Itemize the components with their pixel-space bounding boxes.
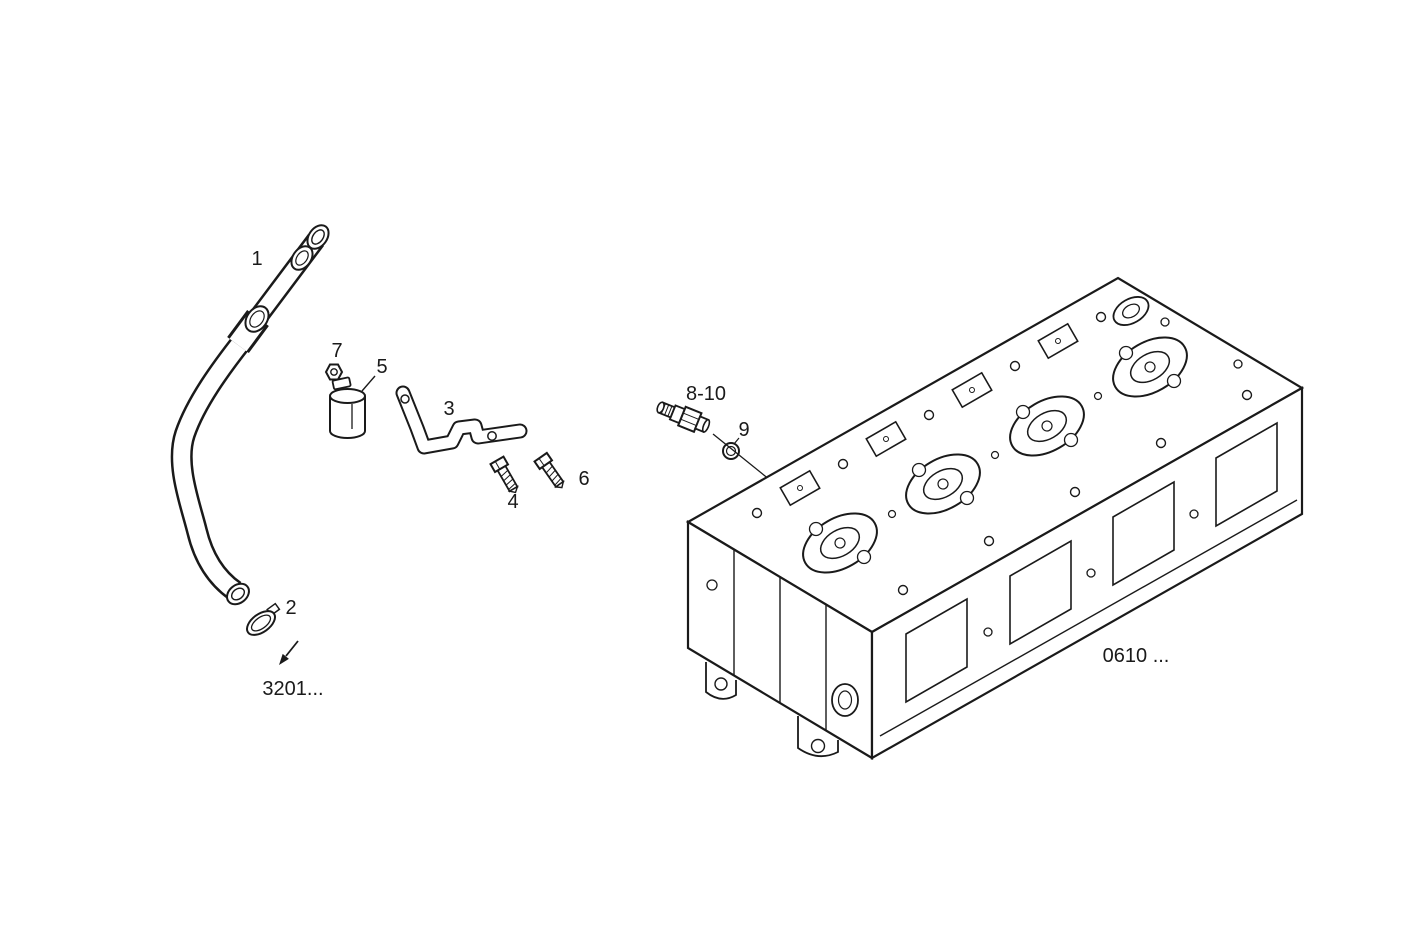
part-seal-ring xyxy=(722,442,740,460)
callout-8-10: 8-10 xyxy=(686,383,726,405)
leader-line-9 xyxy=(733,437,740,445)
reference-3201: 3201... xyxy=(262,678,323,700)
part-bracket xyxy=(395,385,528,455)
leader-line-5 xyxy=(361,375,376,392)
callout-3: 3 xyxy=(443,398,454,420)
part-sender-fitting xyxy=(656,401,711,434)
leader-line-8-10 xyxy=(712,433,771,481)
reference-arrow-3201 xyxy=(279,640,299,665)
callout-5: 5 xyxy=(376,356,387,378)
part-bolt-6 xyxy=(533,451,565,489)
part-cylinder-head xyxy=(685,276,1305,760)
part-bolt-4 xyxy=(489,455,519,494)
callout-6: 6 xyxy=(578,468,589,490)
callout-9: 9 xyxy=(738,419,749,441)
part-clamp-sleeve xyxy=(329,376,366,439)
callout-7: 7 xyxy=(331,340,342,362)
reference-0610: 0610 ... xyxy=(1103,645,1170,667)
callout-2: 2 xyxy=(285,597,296,619)
part-nut xyxy=(324,363,344,381)
part-pipe xyxy=(170,224,330,606)
callout-4: 4 xyxy=(507,491,518,513)
callout-1: 1 xyxy=(251,248,262,270)
part-hose-clamp xyxy=(246,602,281,636)
